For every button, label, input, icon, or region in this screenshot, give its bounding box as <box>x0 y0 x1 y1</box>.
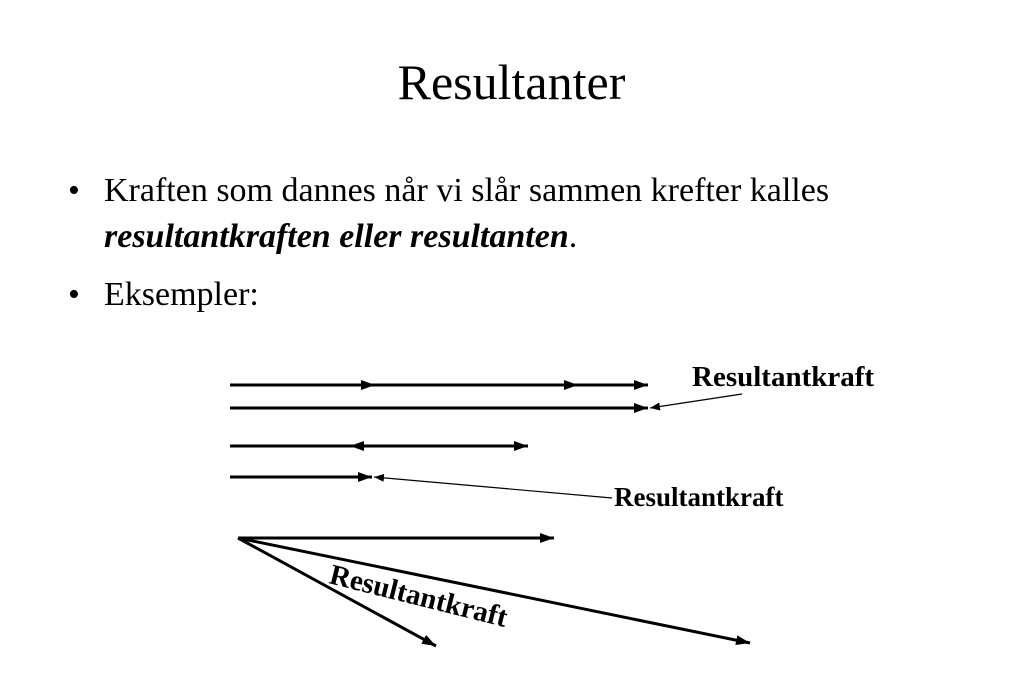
bullet-marker: • <box>68 172 80 209</box>
examples-text: Eksempler: <box>104 276 259 313</box>
pointer-line-2 <box>373 473 613 499</box>
definition-emphasis: resultantkraften eller resultanten <box>104 218 569 255</box>
resultant-label-3: Resultantkraft <box>326 559 511 634</box>
bullet-item-definition: • Kraften som dannes når vi slår sammen … <box>64 168 944 260</box>
definition-end: . <box>568 218 578 255</box>
slide-title: Resultanter <box>397 54 626 110</box>
bullet-marker: • <box>68 276 80 313</box>
resultant-label-2: Resultantkraft <box>614 482 784 512</box>
resultant-label-1: Resultantkraft <box>692 361 874 393</box>
pointer-line-1 <box>649 393 743 411</box>
force-arrow-diagonal <box>237 536 437 648</box>
resultant-arrow-3 <box>237 536 751 646</box>
example-collinear-opposite-direction: Resultantkraft <box>230 441 784 512</box>
example-collinear-same-direction: Resultantkraft <box>230 361 874 413</box>
bullet-list: • Kraften som dannes når vi slår sammen … <box>64 168 944 330</box>
example-angled-forces: Resultantkraft <box>237 533 751 648</box>
definition-text: Kraften som dannes når vi slår sammen kr… <box>104 172 830 209</box>
bullet-item-examples: • Eksempler: <box>64 272 944 318</box>
